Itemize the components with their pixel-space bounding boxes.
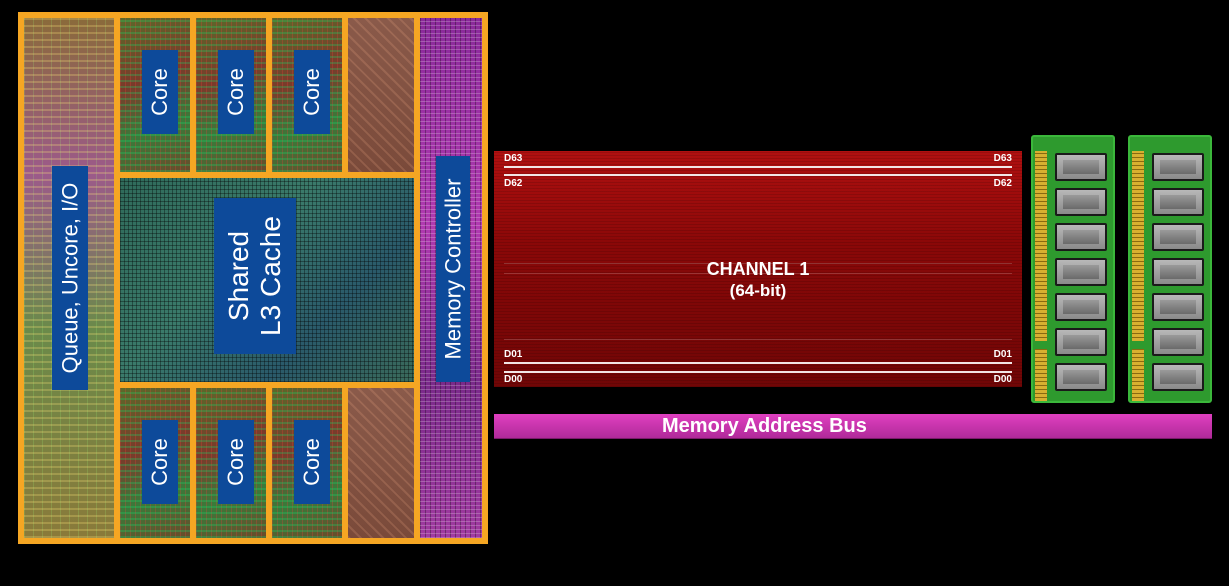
l3-label-box: Shared L3 Cache <box>214 198 296 354</box>
bus-label: Memory Address Bus <box>662 415 867 437</box>
core-label: Core <box>223 438 248 486</box>
core-label-box: Core <box>142 420 178 504</box>
channel-title: CHANNEL 1 <box>706 259 810 279</box>
data-line <box>504 371 1012 373</box>
memory-chip <box>1055 293 1107 321</box>
core-label-box: Core <box>294 50 330 134</box>
core-label: Core <box>147 68 172 116</box>
pin-label-right: D63 <box>993 153 1012 164</box>
core-label: Core <box>223 68 248 116</box>
memory-chip <box>1152 328 1204 356</box>
l3-label-line2: L3 Cache <box>255 216 286 336</box>
core-block-top-2: Core <box>193 15 269 175</box>
pin-label-right: D62 <box>993 178 1012 189</box>
core-label: Core <box>299 68 324 116</box>
memory-chip <box>1152 153 1204 181</box>
memory-chip <box>1152 363 1204 391</box>
pin-label-left: D01 <box>504 349 523 360</box>
pin-label-right: D01 <box>993 349 1012 360</box>
dimm-module-2 <box>1128 135 1212 403</box>
memory-controller-block: Memory Controller <box>417 15 485 541</box>
core-block-bottom-3: Core <box>269 385 345 541</box>
memory-address-bus: Memory Address Bus <box>494 414 1212 439</box>
memory-chip <box>1055 223 1107 251</box>
uncore-label-box: Queue, Uncore, I/O <box>52 166 88 390</box>
core-label-box: Core <box>142 50 178 134</box>
l3-cache-block: Shared L3 Cache <box>117 175 417 385</box>
data-line <box>504 362 1012 364</box>
memory-controller-label: Memory Controller <box>440 178 465 360</box>
core-label-box: Core <box>294 420 330 504</box>
core-block-top-1: Core <box>117 15 193 175</box>
core-label-box: Core <box>218 50 254 134</box>
core-label-box: Core <box>218 420 254 504</box>
memory-chip <box>1152 293 1204 321</box>
faint-line <box>504 263 1012 264</box>
pin-label-left: D63 <box>504 153 523 164</box>
memory-chip <box>1152 223 1204 251</box>
memory-chip <box>1055 328 1107 356</box>
core-block-bottom-1: Core <box>117 385 193 541</box>
l3-label-line1: Shared <box>223 230 254 322</box>
dimm-module-1 <box>1031 135 1115 403</box>
core-label: Core <box>299 438 324 486</box>
memory-chip <box>1152 188 1204 216</box>
memory-chip <box>1055 258 1107 286</box>
data-line <box>504 174 1012 176</box>
channel-subtitle: (64-bit) <box>729 281 787 300</box>
cpu-die: Queue, Uncore, I/O Core Core Core Shared… <box>18 12 488 544</box>
empty-block-top <box>345 15 417 175</box>
memory-chip <box>1055 188 1107 216</box>
dimm-contacts <box>1132 151 1144 401</box>
uncore-block: Queue, Uncore, I/O <box>21 15 117 541</box>
core-block-bottom-2: Core <box>193 385 269 541</box>
core-block-top-3: Core <box>269 15 345 175</box>
memory-controller-label-box: Memory Controller <box>436 156 470 382</box>
core-label: Core <box>147 438 172 486</box>
memory-channel: D63 D63 D62 D62 CHANNEL 1 (64-bit) D01 D… <box>494 151 1022 387</box>
faint-line <box>504 273 1012 274</box>
data-line <box>504 166 1012 168</box>
memory-chip <box>1055 363 1107 391</box>
dimm-contacts <box>1035 151 1047 401</box>
empty-block-bottom <box>345 385 417 541</box>
memory-chip <box>1055 153 1107 181</box>
pin-label-left: D62 <box>504 178 523 189</box>
faint-line <box>504 339 1012 340</box>
uncore-label: Queue, Uncore, I/O <box>57 182 83 374</box>
pin-label-right: D00 <box>993 374 1012 385</box>
pin-label-left: D00 <box>504 374 523 385</box>
memory-chip <box>1152 258 1204 286</box>
